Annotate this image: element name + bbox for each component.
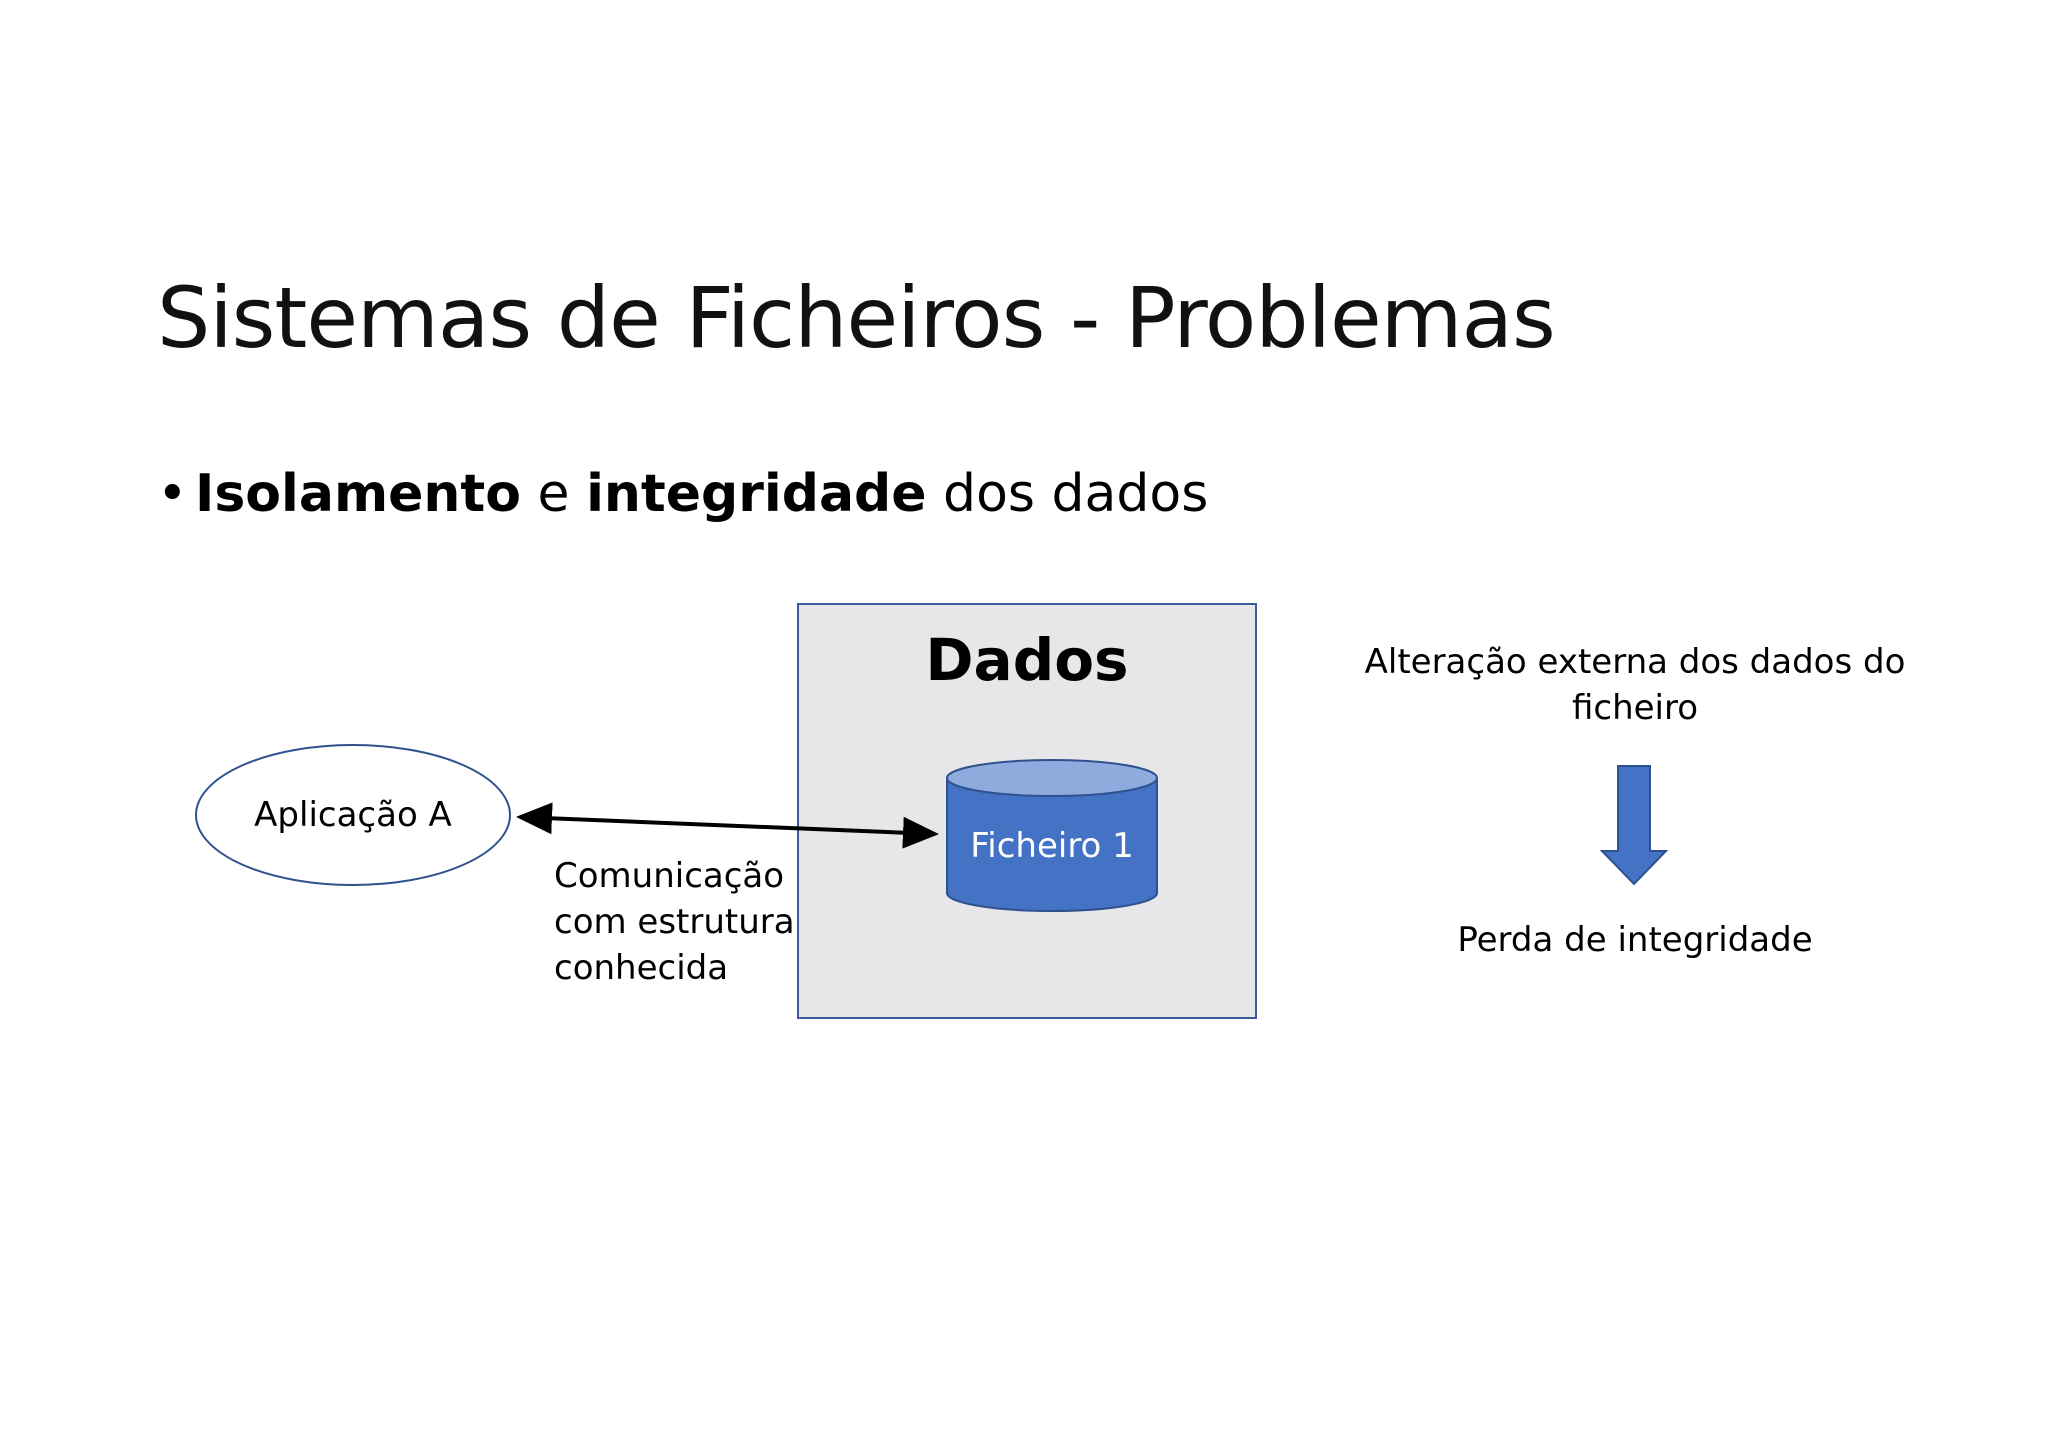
communication-label: Comunicação com estrutura conhecida — [554, 853, 795, 991]
communication-line-2: com estrutura — [554, 902, 795, 942]
bullet-point: •Isolamento e integridade dos dados — [157, 462, 1208, 526]
external-change-label: Alteração externa dos dados do ficheiro — [1360, 639, 1910, 731]
bullet-dot-icon: • — [157, 464, 188, 524]
data-box-title: Dados — [925, 626, 1129, 694]
file-label: Ficheiro 1 — [970, 826, 1134, 866]
communication-line-1: Comunicação — [554, 856, 785, 896]
file-cylinder-icon — [946, 759, 1158, 912]
application-label: Aplicação A — [254, 795, 452, 835]
bullet-keyword-integrity: integridade — [586, 464, 927, 524]
down-arrow-icon — [1599, 765, 1669, 886]
slide-title: Sistemas de Ficheiros - Problemas — [157, 269, 1556, 367]
communication-line-3: conhecida — [554, 948, 729, 988]
integrity-loss-label: Perda de integridade — [1457, 920, 1813, 960]
bullet-text-tail: dos dados — [926, 464, 1209, 524]
bullet-keyword-isolation: Isolamento — [195, 464, 521, 524]
external-change-line-2: ficheiro — [1571, 688, 1699, 728]
bullet-text-connector: e — [521, 464, 587, 524]
external-change-line-1: Alteração externa dos dados do — [1364, 642, 1906, 682]
bidirectional-connector-arrow — [516, 802, 939, 849]
application-ellipse — [195, 744, 511, 886]
